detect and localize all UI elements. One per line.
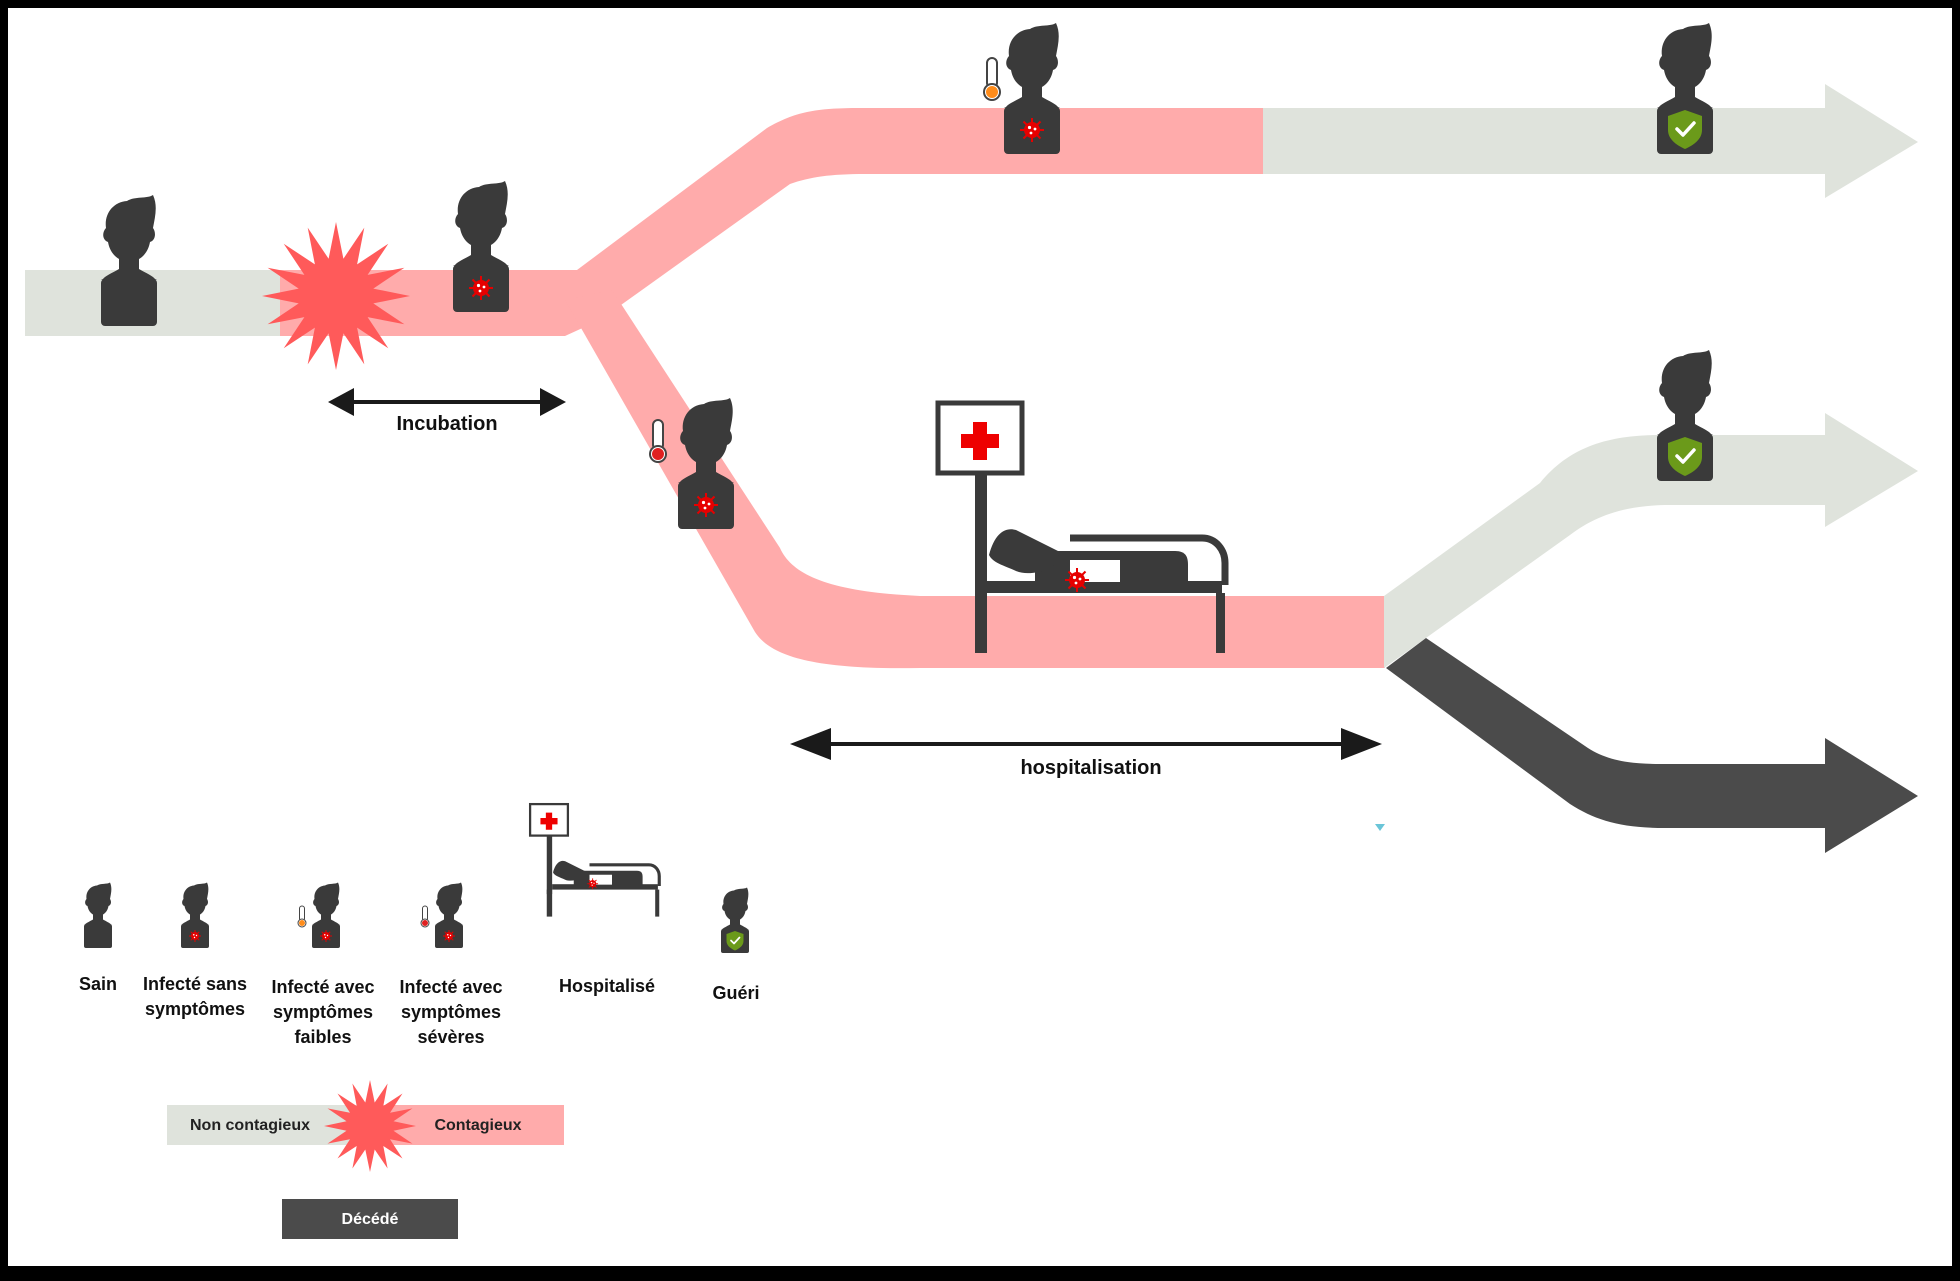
contagious-label: Contagieux [434, 1117, 521, 1134]
thermometer-severe-icon [649, 419, 667, 463]
legend-burst-icon [324, 1080, 416, 1172]
incubation-label: Incubation [396, 413, 497, 435]
incubation-arrow [328, 388, 566, 416]
lower-recovery-arrow [1384, 413, 1918, 668]
legend [84, 802, 749, 953]
upper-recovery-arrow [1263, 84, 1918, 198]
legend-label-gueri: Guéri [712, 983, 759, 1003]
infection-burst-icon [262, 222, 410, 370]
deceased-label: Décédé [342, 1211, 399, 1228]
legend-hospitalise-icon [528, 802, 682, 917]
flow-paths [25, 84, 1918, 853]
non-contagious-label: Non contagieux [190, 1117, 310, 1134]
lower-contagious-path [565, 290, 1385, 669]
legend-label-sain: Sain [79, 974, 117, 994]
legend-label-hospitalise: Hospitalisé [559, 976, 655, 996]
hospital-bed-icon [938, 403, 1273, 653]
hospitalisation-label: hospitalisation [1020, 757, 1161, 779]
thermometer-mild-icon [983, 57, 1001, 101]
deceased-swatch [282, 1199, 458, 1239]
deceased-arrow [1386, 638, 1918, 853]
upper-contagious-path [280, 108, 1265, 336]
hospitalisation-arrow [790, 728, 1382, 760]
marker-dot [1375, 824, 1385, 831]
